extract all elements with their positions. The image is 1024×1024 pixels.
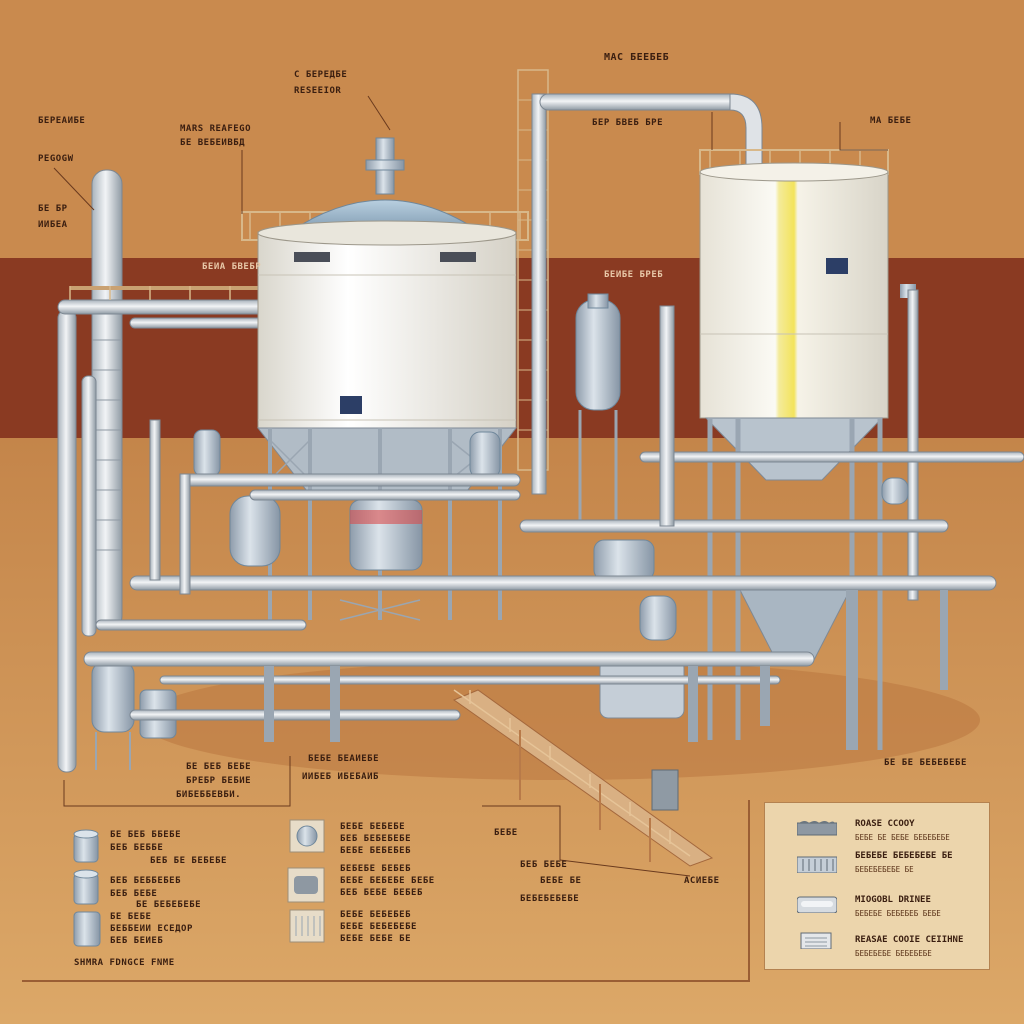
list-item: БЕБЕ БЕБЕБЕБЕ bbox=[340, 922, 417, 932]
list-item: БЕБ БЕ БЕБЕБЕ bbox=[150, 856, 227, 866]
label-mid-2: БЕИА БВЕБР bbox=[202, 262, 262, 272]
legend-panel: ROASE CCOOY БЕБЕ БЕ БЕБЕ БЕБЕБЕБЕ БЕБЕБЕ… bbox=[764, 802, 990, 970]
tank-icon bbox=[73, 911, 101, 947]
label-mid-3: БЕИБЕ БРЕБ bbox=[604, 270, 664, 280]
distillation-column bbox=[57, 169, 123, 773]
list-item: БЕББЕИИ ЕСЕДОР bbox=[110, 924, 193, 934]
list-item: БЕБ БЕБЕБЕБЕ bbox=[340, 834, 412, 844]
legend-row: MIOGOBL DRINEE БЕБЕБЕ БЕБЕБЕБ БЕБЕ bbox=[765, 891, 989, 931]
list-item: БЕБ БЕБЕ bbox=[520, 860, 568, 870]
label-left-2: PEGOGW bbox=[38, 154, 74, 164]
label-top-a: С БЕРЕДБЕ bbox=[294, 70, 348, 80]
label-mid-1: БЕР БВЕБ БРЕ bbox=[592, 118, 664, 128]
list-item: БЕБ БЕББЕБЕБ bbox=[110, 876, 182, 886]
mid-items-icons bbox=[287, 819, 325, 943]
legend-row: БЕБЕБЕ БЕБЕБЕБЕ БЕ БЕБЕБЕБЕБЕ БЕ bbox=[765, 851, 989, 891]
label-left-4: ИИБЕА bbox=[38, 220, 68, 230]
drum-icon bbox=[73, 869, 99, 905]
label-right-1: МА БЕБЕ bbox=[870, 116, 912, 126]
leader-lines bbox=[53, 95, 888, 877]
list-item: БЕ БЕБЕБЕБЕ bbox=[136, 900, 202, 910]
list-item: БЕБЕБЕ БЕБЕБ bbox=[340, 864, 412, 874]
legend-title: ROASE CCOOY bbox=[855, 819, 915, 829]
coal-icon bbox=[797, 821, 837, 836]
sphere-icon bbox=[289, 819, 325, 853]
list-item: БЕБЕ БЕБЕБЕБ bbox=[340, 846, 412, 856]
label-asd: АСИЕБЕ bbox=[684, 876, 720, 886]
bottom-frame bbox=[22, 800, 750, 982]
list-item: БЕБЕ БЕБЕ БЕ bbox=[340, 934, 412, 944]
list-item: БЕБ БЕИЕБ bbox=[110, 936, 164, 946]
panel-icon bbox=[800, 932, 832, 949]
staircase bbox=[452, 689, 714, 867]
label-ground-3: БЕБЕ БЕАИЕБЕ bbox=[308, 754, 380, 764]
legend-sub: БЕБЕБЕ БЕБЕБЕБ БЕБЕ bbox=[855, 909, 941, 918]
list-item: БЕБ БЕБЕ bbox=[110, 889, 158, 899]
grid-icon bbox=[289, 909, 325, 943]
label-bottom-left: SHMRA FDNGCE FNME bbox=[74, 958, 175, 968]
label-top-a2: RESEEIOR bbox=[294, 86, 342, 96]
label-ground-4: ИИБЕБ ИБЕБАИБ bbox=[302, 772, 379, 782]
header-center-label: MAС БЕЕБЕБ bbox=[604, 52, 670, 63]
label-ground-1: БЕ БЕБ БЕБЕ bbox=[186, 762, 252, 772]
label-left-3: БЕ БР bbox=[38, 204, 68, 214]
list-item: БЕБЕБЕБЕБЕ bbox=[520, 894, 580, 904]
upper-pipes bbox=[57, 286, 281, 329]
legend-sub: БЕБЕ БЕ БЕБЕ БЕБЕБЕБЕ bbox=[855, 833, 950, 842]
left-items-icons bbox=[73, 829, 101, 947]
label-right-ground: БЕ БЕ БЕБЕБЕБЕ bbox=[884, 758, 967, 768]
process-vessels bbox=[91, 293, 909, 770]
label-ground-2: БРЕБР БЕБИЕ bbox=[186, 776, 252, 786]
pipe-racks bbox=[83, 305, 1024, 750]
cylinder-icon bbox=[73, 829, 99, 863]
legend-sub: БЕБЕБЕБЕБЕ БЕ bbox=[855, 865, 914, 874]
storage-silo bbox=[699, 149, 919, 750]
label-reactor-sub: БЕ ВЕБЕИВБД bbox=[180, 138, 246, 148]
legend-title: MIOGOBL DRINEE bbox=[855, 895, 931, 905]
legend-row: ROASE CCOOY БЕБЕ БЕ БЕБЕ БЕБЕБЕБЕ bbox=[765, 815, 989, 855]
list-item: БЕБЕ БЕБЕБЕБ bbox=[340, 910, 412, 920]
list-item: БЕБ БЕБЕ БЕБЕБ bbox=[340, 888, 423, 898]
legend-title: БЕБЕБЕ БЕБЕБЕБЕ БЕ bbox=[855, 851, 953, 861]
vent-icon bbox=[797, 856, 837, 873]
legend-sub: БЕБЕБЕБЕ БЕБЕБЕБЕ bbox=[855, 949, 932, 958]
legend-row: REASAE COOIE CEIIHNE БЕБЕБЕБЕ БЕБЕБЕБЕ bbox=[765, 927, 989, 967]
list-item: БЕБЕ bbox=[494, 828, 518, 838]
pipe-icon bbox=[797, 896, 837, 913]
list-item: БЕБ БЕББЕ bbox=[110, 843, 164, 853]
label-reactor: MARS REAFEGO bbox=[180, 124, 252, 134]
list-item: БЕ БЕБ ББЕБЕ bbox=[110, 830, 182, 840]
list-item: БЕБЕ БЕБЕБЕ БЕБЕ bbox=[340, 876, 435, 886]
legend-title: REASAE COOIE CEIIHNE bbox=[855, 935, 964, 945]
filter-icon bbox=[287, 867, 325, 903]
label-left-1: БЕРЕАИБЕ bbox=[38, 116, 86, 126]
list-item: БЕ БЕБЕ bbox=[110, 912, 152, 922]
list-item: БЕБЕ БЕ bbox=[540, 876, 582, 886]
list-item: БЕБЕ БЕБЕБЕ bbox=[340, 822, 406, 832]
label-ground-5: БИБЕББЕВБИ. bbox=[176, 790, 242, 800]
